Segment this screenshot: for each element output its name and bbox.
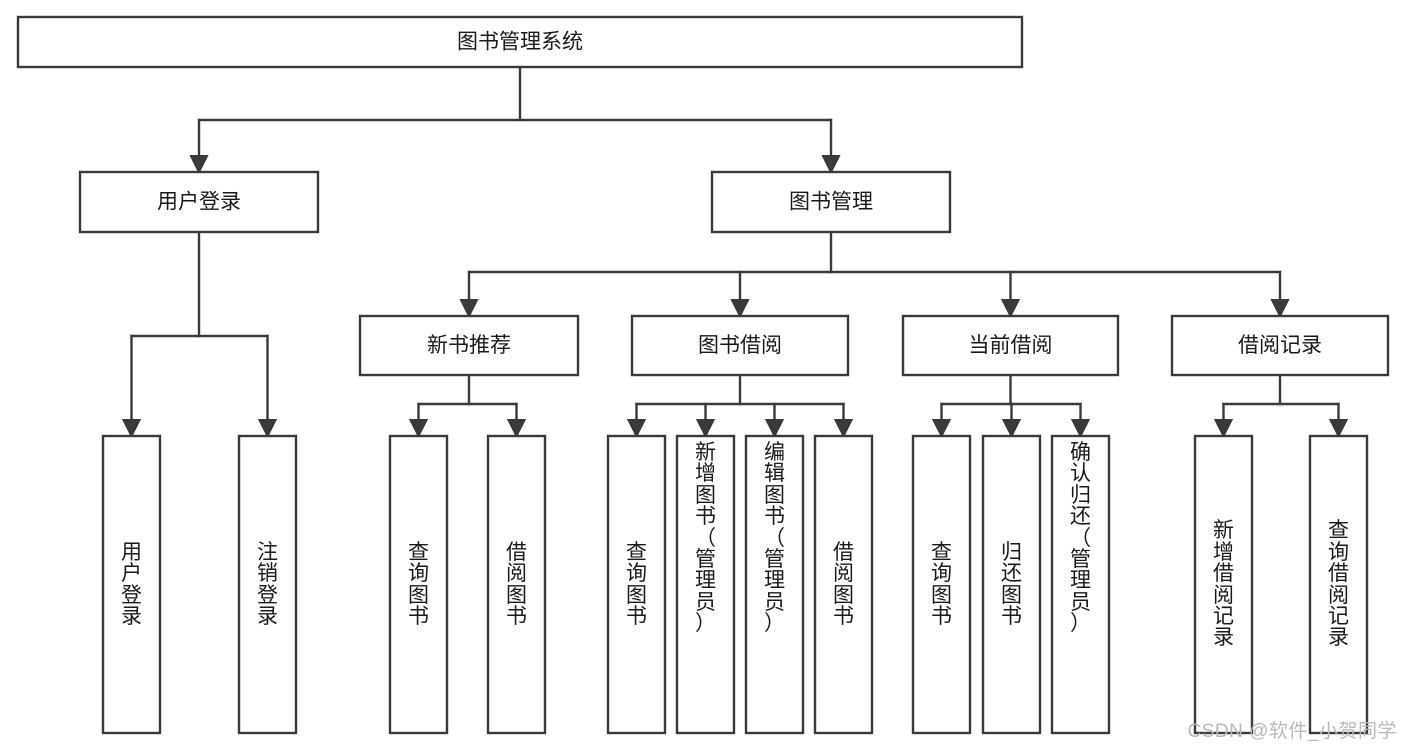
node-current-borrow[interactable] bbox=[901, 314, 1120, 377]
watermark-text: CSDN @软件_小贺同学 bbox=[1187, 721, 1397, 742]
node-leaf-borrow-book-2[interactable] bbox=[813, 434, 874, 735]
node-label-book-manage: 图书管理 bbox=[789, 191, 873, 214]
connector-group bbox=[408, 373, 527, 439]
node-leaf-query-book-2[interactable] bbox=[606, 434, 667, 735]
node-leaf-logout[interactable] bbox=[237, 434, 298, 735]
connector-group bbox=[931, 373, 1091, 439]
node-book-manage[interactable] bbox=[710, 170, 952, 234]
node-label-borrow-record: 借阅记录 bbox=[1238, 334, 1322, 357]
node-leaf-query-borrow-record[interactable] bbox=[1308, 434, 1369, 735]
node-new-book-recommend[interactable] bbox=[358, 314, 580, 377]
node-leaf-return-book[interactable] bbox=[981, 434, 1042, 735]
node-label-book-borrow: 图书借阅 bbox=[698, 334, 782, 357]
node-leaf-user-login[interactable] bbox=[101, 434, 162, 735]
node-leaf-confirm-return-admin[interactable] bbox=[1050, 434, 1111, 735]
connector-group bbox=[121, 230, 278, 439]
node-boxes bbox=[16, 15, 1390, 735]
node-leaf-borrow-book-1[interactable] bbox=[486, 434, 547, 735]
node-label-root: 图书管理系统 bbox=[457, 31, 583, 54]
node-root[interactable] bbox=[16, 15, 1024, 69]
node-book-borrow[interactable] bbox=[630, 314, 850, 377]
connector-lines bbox=[121, 65, 1349, 439]
node-label-new-book-recommend: 新书推荐 bbox=[427, 334, 511, 357]
connector-group bbox=[459, 230, 1290, 319]
connector-group bbox=[626, 373, 854, 439]
connector-group bbox=[189, 65, 841, 175]
node-leaf-add-borrow-record[interactable] bbox=[1193, 434, 1254, 735]
node-borrow-record[interactable] bbox=[1170, 314, 1390, 377]
node-leaf-query-book-3[interactable] bbox=[911, 434, 972, 735]
node-user-login[interactable] bbox=[78, 170, 320, 234]
node-label-current-borrow: 当前借阅 bbox=[969, 334, 1053, 357]
node-leaf-add-book-admin[interactable] bbox=[675, 434, 736, 735]
node-label-user-login: 用户登录 bbox=[157, 191, 241, 214]
node-leaf-edit-book-admin[interactable] bbox=[744, 434, 805, 735]
node-leaf-query-book-1[interactable] bbox=[388, 434, 449, 735]
connector-group bbox=[1213, 373, 1349, 439]
